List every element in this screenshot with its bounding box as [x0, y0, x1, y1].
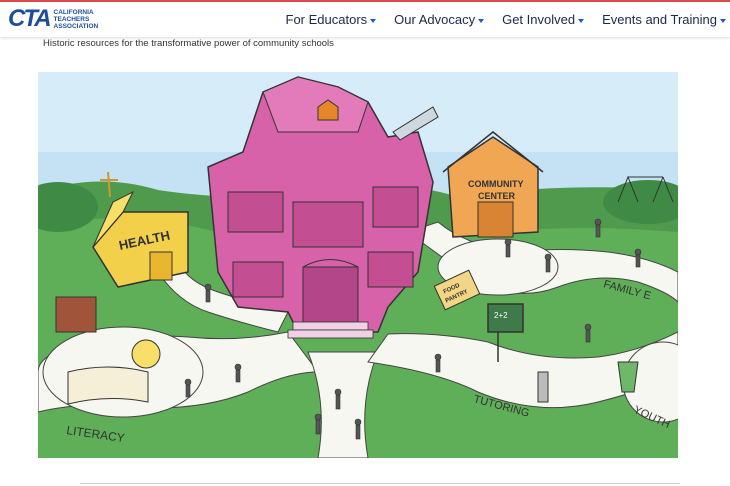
svg-text:COMMUNITY: COMMUNITY — [468, 179, 524, 189]
svg-text:2+2: 2+2 — [494, 311, 508, 320]
nav-events-and-training[interactable]: Events and Training — [602, 12, 726, 27]
logo-text: California Teachers Association — [53, 8, 99, 30]
top-accent-line — [0, 0, 730, 2]
svg-text:CENTER: CENTER — [478, 191, 516, 201]
chevron-down-icon — [478, 18, 485, 23]
chevron-down-icon — [370, 18, 377, 23]
nav-for-educators[interactable]: For Educators — [286, 12, 377, 27]
chevron-down-icon — [720, 18, 726, 23]
divider — [80, 483, 680, 484]
site-header: CTA California Teachers Association For … — [0, 2, 730, 37]
chevron-down-icon — [578, 18, 585, 23]
cta-logo[interactable]: CTA California Teachers Association — [8, 5, 98, 33]
nav-get-involved[interactable]: Get Involved — [502, 12, 585, 27]
community-schools-illustration: HEALTH COMMUNITY CENTER FOOD PANTRY 2+2 … — [38, 72, 678, 458]
main-nav: For Educators Our Advocacy Get Involved … — [268, 2, 726, 37]
page-subtitle: Historic resources for the transformativ… — [43, 38, 334, 49]
logo-mark: CTA — [8, 5, 52, 32]
nav-our-advocacy[interactable]: Our Advocacy — [394, 12, 485, 27]
